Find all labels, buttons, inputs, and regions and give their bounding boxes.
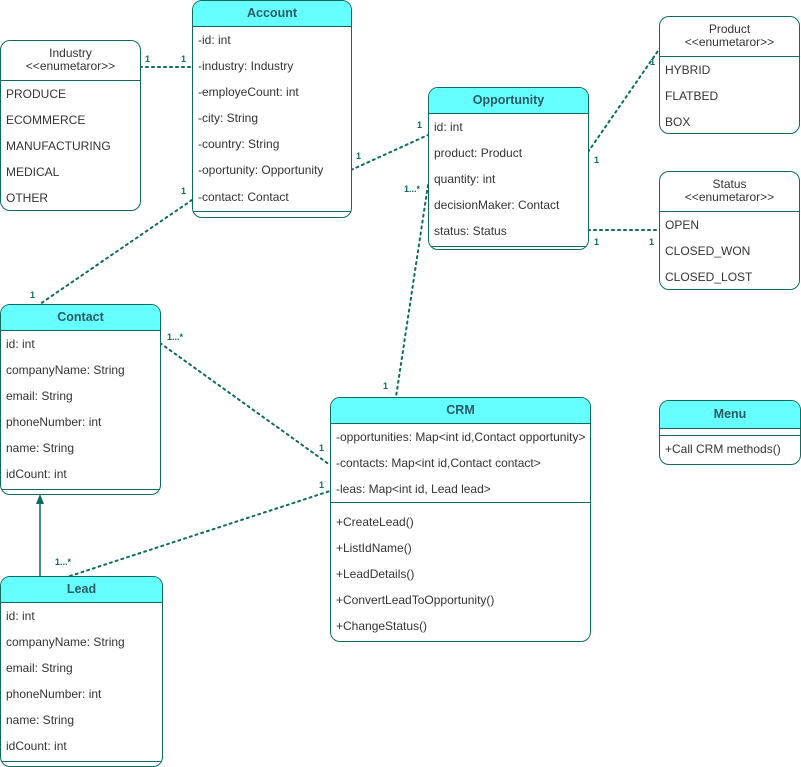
enum-header: Industry <<enumetaror>> [1,41,140,81]
class-title: CRM [331,398,590,424]
class-method: +ChangeStatus() [336,619,428,633]
enum-name: Product [708,22,751,36]
enum-value: ECOMMERCE [6,113,86,127]
menu-class[interactable]: Menu +Call CRM methods() [659,400,801,465]
mult-label: 1...* [167,332,184,342]
mult-label: 1 [319,480,325,490]
class-attribute: email: String [6,661,73,675]
class-attribute: -oportunity: Opportunity [198,163,324,177]
class-attribute: -opportunities: Map<int id,Contact oppor… [336,430,586,444]
mult-label: 1 [30,290,36,300]
class-method: +CreateLead() [336,515,414,529]
status-enum[interactable]: Status <<enumetaror>> OPEN CLOSED_WON CL… [659,171,800,290]
mult-label: 1 [417,120,423,130]
enum-value: CLOSED_LOST [665,270,753,284]
enum-value: FLATBED [665,89,719,103]
class-attribute: name: String [6,713,75,727]
enum-header: Status <<enumetaror>> [660,172,799,212]
mult-label: 1 [319,443,325,453]
mult-label: 1...* [404,184,421,194]
class-method: +ConvertLeadToOpportunity() [336,593,495,607]
class-title: Menu [660,401,800,429]
class-attribute: phoneNumber: int [6,687,102,701]
contact-class[interactable]: Contact id: int companyName: String emai… [0,304,161,495]
enum-value: MANUFACTURING [6,139,111,153]
class-attribute: idCount: int [1,733,162,762]
mult-label: 1 [181,186,187,196]
enum-value: CLOSED_WON [665,244,751,258]
class-attribute: -city: String [198,111,259,125]
mult-label: 1 [356,151,362,161]
assoc-lead-crm [69,490,331,577]
class-attribute: phoneNumber: int [6,415,102,429]
class-attribute: name: String [6,441,75,455]
class-method: +Call CRM methods() [665,442,781,456]
inheritance-arrowhead [36,494,44,504]
mult-label: 1 [594,155,600,165]
assoc-account-opportunity [350,134,429,171]
class-title: Opportunity [429,88,588,114]
opportunity-class[interactable]: Opportunity id: int product: Product qua… [428,87,589,250]
class-attribute: companyName: String [6,635,125,649]
lead-class[interactable]: Lead id: int companyName: String email: … [0,576,163,767]
class-attribute: -country: String [198,137,280,151]
industry-enum[interactable]: Industry <<enumetaror>> PRODUCE ECOMMERC… [0,40,141,211]
section-divider [331,502,590,509]
class-attribute: decisionMaker: Contact [434,198,560,212]
class-attribute: -leas: Map<int id, Lead lead> [336,482,491,496]
class-attribute: idCount: int [1,461,160,490]
class-attribute: -id: int [198,33,231,47]
account-class[interactable]: Account -id: int -industry: Industry -em… [192,0,352,218]
enum-value: PRODUCE [6,87,67,101]
mult-label: 1 [594,237,600,247]
class-attribute: id: int [6,337,35,351]
assoc-contact-crm [159,342,331,466]
section-divider [660,429,800,436]
enum-stereotype: <<enumetaror>> [684,35,775,49]
enum-header: Product <<enumetaror>> [660,17,799,57]
mult-label: 1...* [55,557,72,567]
mult-label: 1 [145,54,151,64]
assoc-opportunity-crm [395,184,429,398]
enum-name: Status [712,177,747,191]
class-attribute: id: int [434,120,463,134]
mult-label: 1 [650,57,656,67]
product-enum[interactable]: Product <<enumetaror>> HYBRID FLATBED BO… [659,16,800,134]
class-attribute: -contact: Contact [193,183,351,212]
class-attribute: companyName: String [6,363,125,377]
class-title: Account [193,1,351,27]
class-attribute: id: int [6,609,35,623]
class-title: Lead [1,577,162,603]
enum-value: HYBRID [665,63,711,77]
crm-class[interactable]: CRM -opportunities: Map<int id,Contact o… [330,397,591,642]
class-method: +LeadDetails() [336,567,415,581]
class-attribute: product: Product [434,146,523,160]
class-method: +ListIdName() [336,541,412,555]
enum-value: MEDICAL [6,165,60,179]
enum-value: OPEN [665,218,700,232]
class-attribute: status: Status [429,218,588,247]
enum-value: BOX [665,115,691,129]
mult-label: 1 [649,237,655,247]
class-attribute: -employeCount: int [198,85,299,99]
enum-value: OTHER [6,191,48,205]
mult-label: 1 [181,54,187,64]
class-attribute: -industry: Industry [198,59,294,73]
assoc-account-contact [39,199,193,305]
enum-name: Industry [49,46,92,60]
enum-stereotype: <<enumetaror>> [25,59,116,73]
class-title: Contact [1,305,160,331]
enum-stereotype: <<enumetaror>> [684,190,775,204]
class-attribute: email: String [6,389,73,403]
class-attribute: -contacts: Map<int id,Contact contact> [336,456,541,470]
mult-label: 1 [383,381,389,391]
class-attribute: quantity: int [434,172,496,186]
